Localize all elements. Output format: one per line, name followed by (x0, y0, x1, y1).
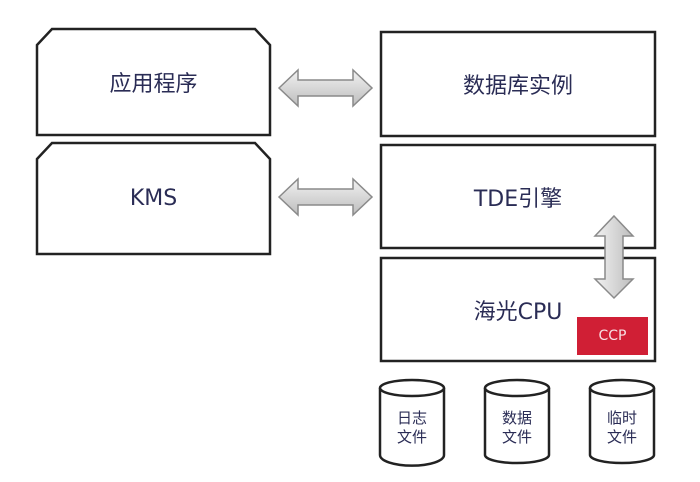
temp-file-cylinder (588, 378, 656, 465)
log-file-cylinder (378, 378, 446, 467)
log-file-label: 日志 文件 (380, 398, 444, 458)
double-arrow-icon (277, 68, 374, 108)
ccp-badge: CCP (577, 317, 648, 355)
double-arrow-icon (277, 177, 374, 217)
app-label: 应用程序 (109, 72, 198, 97)
data-file-cylinder (483, 378, 551, 465)
db-instance-label: 数据库实例 (462, 74, 573, 99)
kms-block (35, 141, 272, 256)
hygon-cpu-label: 海光CPU (473, 299, 563, 325)
temp-file-line2: 文件 (606, 428, 637, 446)
app-block (35, 27, 272, 137)
log-file-line1: 日志 (396, 409, 427, 427)
kms-label: KMS (129, 186, 178, 211)
log-file-line2: 文件 (396, 428, 427, 446)
data-file-label: 数据 文件 (485, 398, 549, 458)
data-file-line2: 文件 (501, 428, 532, 446)
db-instance-block (379, 30, 657, 138)
temp-file-label: 临时 文件 (590, 398, 654, 458)
temp-file-line1: 临时 (606, 409, 637, 427)
vertical-double-arrow-icon (593, 214, 635, 300)
tde-engine-label: TDE引擎 (473, 186, 563, 212)
data-file-line1: 数据 (501, 409, 532, 427)
